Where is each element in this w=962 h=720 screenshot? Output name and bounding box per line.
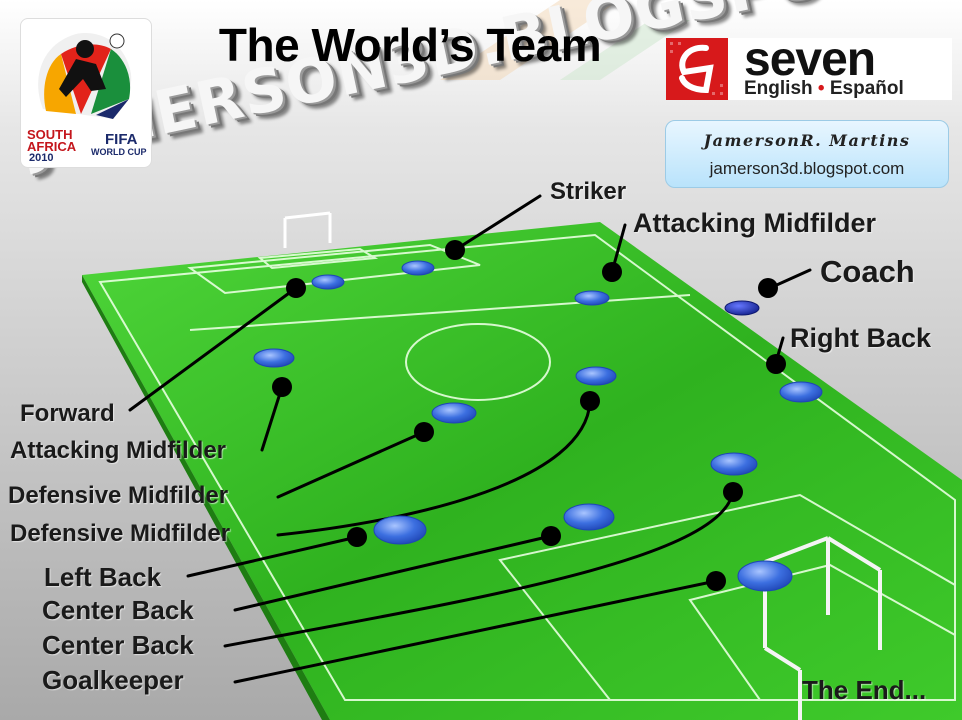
author-name: JamersonR. Martins bbox=[703, 131, 911, 150]
label-forward: Forward bbox=[20, 400, 115, 427]
label-defensive-midfielder-1: Defensive Midfilder bbox=[8, 482, 229, 509]
label-attacking-midfielder-left: Attacking Midfilder bbox=[10, 437, 227, 464]
seven-wordmark: seven bbox=[744, 33, 876, 86]
pitch-side bbox=[82, 275, 330, 720]
label-attacking-midfielder-right: Attacking Midfilder bbox=[633, 208, 877, 238]
player-disc-forward bbox=[311, 274, 345, 290]
player-disc-left-back bbox=[373, 515, 427, 545]
author-url: jamerson3d.blogspot.com bbox=[709, 159, 905, 178]
player-disc-defensive-mid-1 bbox=[575, 366, 617, 386]
fifa-logo-event: WORLD CUP bbox=[91, 147, 147, 157]
coach-disc bbox=[724, 300, 760, 316]
player-disc-center-back-2 bbox=[563, 503, 615, 531]
label-center-back-1: Center Back bbox=[42, 595, 194, 625]
label-center-back-2: Center Back bbox=[42, 630, 194, 660]
label-coach: Coach bbox=[820, 254, 915, 289]
label-goalkeeper: Goalkeeper bbox=[42, 665, 184, 695]
player-disc-right-back bbox=[779, 381, 823, 403]
fifa-logo-year: 2010 bbox=[29, 152, 54, 164]
label-right-back: Right Back bbox=[790, 323, 932, 353]
seven-language-spanish: Español bbox=[829, 78, 904, 99]
slide-title: The World’s Team bbox=[218, 19, 602, 71]
background-swoosh bbox=[440, 0, 620, 80]
seven-mark-icon bbox=[666, 38, 728, 100]
callout-dots bbox=[272, 240, 786, 591]
label-the-end: The End... bbox=[802, 675, 927, 705]
seven-languages: English • Español bbox=[744, 78, 904, 100]
player-discs bbox=[253, 260, 823, 592]
fifa-emblem-icon bbox=[38, 33, 132, 119]
player-disc-striker bbox=[401, 260, 435, 276]
player-disc-attacking-mid-right bbox=[574, 290, 610, 306]
fifa-world-cup-logo: SOUTH AFRICA 2010 FIFA WORLD CUP bbox=[20, 18, 152, 168]
background-swoosh-green bbox=[560, 20, 690, 80]
label-striker: Striker bbox=[550, 178, 627, 205]
far-goal bbox=[283, 211, 332, 248]
player-disc-attacking-mid-left bbox=[253, 348, 295, 368]
fifa-logo-org: FIFA bbox=[105, 131, 138, 148]
fifa-logo-line1: SOUTH bbox=[27, 127, 73, 142]
player-disc-goalkeeper bbox=[737, 560, 793, 592]
player-disc-center-back-1 bbox=[710, 452, 758, 476]
author-badge: JamersonR. Martins jamerson3d.blogspot.c… bbox=[665, 120, 949, 188]
label-defensive-midfielder-2: Defensive Midfilder bbox=[10, 520, 231, 547]
seven-language-separator: • bbox=[817, 78, 825, 99]
leader-lines bbox=[128, 194, 812, 684]
fifa-logo-line2: AFRICA bbox=[27, 139, 77, 154]
seven-language-english: English bbox=[744, 78, 813, 99]
player-disc-defensive-mid-2 bbox=[431, 402, 477, 424]
label-left-back: Left Back bbox=[44, 562, 162, 592]
seven-logo: seven English • Español bbox=[666, 33, 952, 100]
